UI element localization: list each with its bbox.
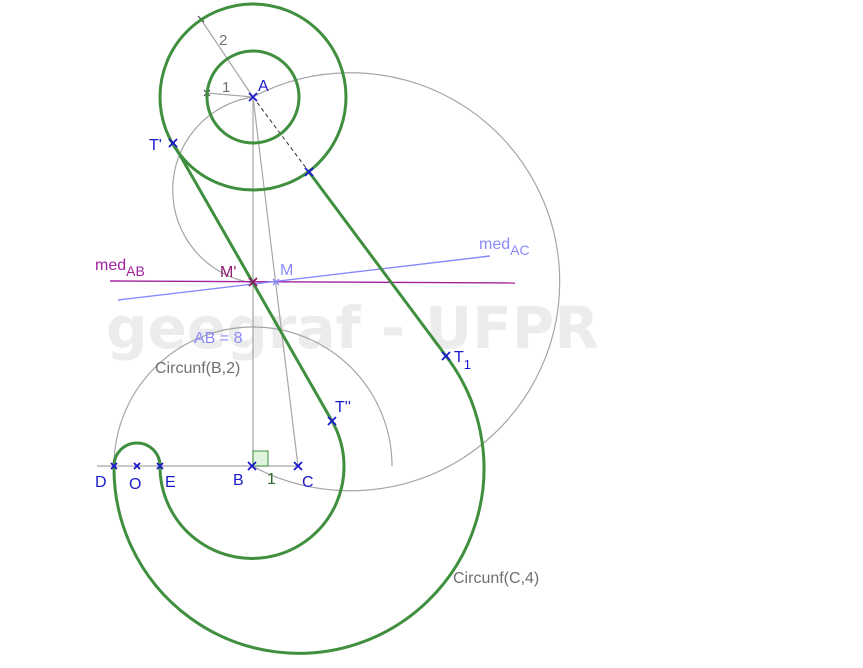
label-t1: T1 <box>454 349 471 372</box>
watermark: geegraf - UFPR <box>106 294 599 362</box>
point-m-prime-marker <box>248 277 258 287</box>
label-m: M <box>280 262 293 279</box>
perpendicular-bisector-ac <box>117 255 491 301</box>
label-b: B <box>233 472 244 489</box>
radius-line-2 <box>199 17 254 98</box>
point-b-marker <box>247 461 257 471</box>
label-t-prime: T' <box>149 137 162 154</box>
label-o: O <box>129 476 141 493</box>
label-circle-b: Circunf(B,2) <box>155 360 240 377</box>
arc-circle-c <box>112 355 486 655</box>
perpendicular-bisector-ab <box>109 280 516 284</box>
label-e: E <box>165 474 176 491</box>
point-t1-marker <box>441 351 451 361</box>
label-segment-b-c: 1 <box>267 471 276 488</box>
label-med-ab: medAB <box>95 257 145 279</box>
arc-circle-o <box>112 441 162 467</box>
construction-arc-large <box>251 72 561 492</box>
point-e-marker <box>156 462 164 470</box>
right-angle-marker <box>252 450 269 467</box>
tangent-to-t1 <box>307 171 448 357</box>
point-o-marker <box>133 462 141 470</box>
radius-line-1 <box>206 92 254 98</box>
point-t-prime-marker <box>168 138 178 148</box>
label-radius-1: 1 <box>222 79 230 96</box>
label-radius-2: 2 <box>219 32 227 49</box>
arc-circle-b <box>158 420 346 560</box>
point-tangent-a-marker <box>304 167 314 177</box>
point-t-double-prime-marker <box>327 416 337 426</box>
point-markers <box>110 92 451 471</box>
label-a: A <box>258 78 269 95</box>
point-a-marker <box>248 92 258 102</box>
construction-arc-mid <box>172 96 254 284</box>
label-circle-c: Circunf(C,4) <box>453 570 539 587</box>
point-d-marker <box>110 462 118 470</box>
circle-a-radius-1 <box>205 49 301 145</box>
point-m-marker <box>272 278 280 286</box>
circle-a-radius-2 <box>158 2 348 192</box>
point-c-marker <box>293 461 303 471</box>
label-d: D <box>95 474 107 491</box>
dashed-line-a-tangent <box>252 96 310 173</box>
label-c: C <box>302 474 314 491</box>
label-med-ac: medAC <box>479 236 530 258</box>
label-m-prime: M' <box>220 264 236 281</box>
label-t-double-prime: T'' <box>335 399 351 416</box>
label-ab-length: AB = 8 <box>194 330 243 347</box>
